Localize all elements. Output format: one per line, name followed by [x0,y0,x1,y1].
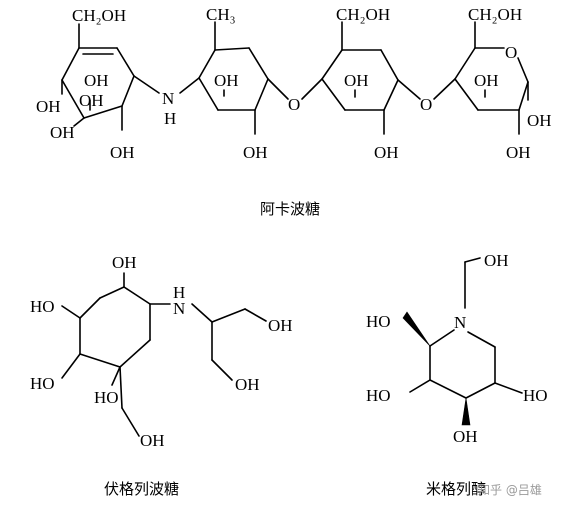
acarbose-label-oh-r1-bottom-left: OH [50,123,75,142]
acarbose-label-oh-r1-inner: OH [84,71,109,90]
acarbose-label-oh-r4-right: OH [527,111,552,130]
miglitol-wedge-upper [402,311,431,347]
acarbose-label-oh-r1-left: OH [36,97,61,116]
voglibose-label-oh-ch2oh: OH [140,431,165,450]
miglitol-wedge-lower [461,397,471,426]
voglibose-label-ho-lower-left: HO [30,374,55,393]
acarbose-nh-bond [179,77,200,94]
voglibose-label-ho-quaternary: HO [94,388,119,407]
acarbose-label-nh-h: H [164,109,176,128]
acarbose-ring-3 [321,21,399,135]
voglibose-caption: 伏格列波糖 [104,480,179,498]
miglitol-ring [409,257,523,399]
acarbose-label-ch2oh-4: CH₂OH [468,5,522,24]
watermark: 知乎 @吕雄 [478,482,542,497]
voglibose-label-oh-right-lower: OH [235,375,260,394]
acarbose-label-ch2oh-1: CH₂OH [72,6,126,25]
miglitol-label-n-ring: N [454,313,466,332]
acarbose-label-oh-r3-bottom: OH [374,143,399,162]
acarbose-glycosidic-bond-2a [397,79,421,100]
voglibose-label-oh-right-upper: OH [268,316,293,335]
acarbose-caption: 阿卡波糖 [260,200,320,218]
acarbose-label-o-ring-4: O [505,43,517,62]
acarbose-label-ch3: CH₃ [206,5,236,24]
acarbose-label-oh-r1-inner-2: OH [79,91,104,110]
voglibose-label-ho-upper-left: HO [30,297,55,316]
acarbose-label-oh-r3-inner: OH [344,71,369,90]
acarbose-glycosidic-bond-1b [301,78,323,100]
voglibose-ring [61,272,171,437]
acarbose-glycosidic-bond-2b [433,78,456,100]
acarbose-label-o-link-1: O [288,95,300,114]
voglibose-structure: OH HO HO H N OH OH HO OH 伏格列波糖 [30,253,293,498]
acarbose-ring-1 [61,23,160,131]
voglibose-label-oh-top: OH [112,253,137,272]
acarbose-label-o-link-2: O [420,95,432,114]
acarbose-label-oh-r2-bottom: OH [243,143,268,162]
voglibose-label-nh-h: H [173,283,185,302]
acarbose-ring-2 [198,21,269,135]
acarbose-label-oh-r4-bottom: OH [506,143,531,162]
miglitol-label-ho-lower-left: HO [366,386,391,405]
acarbose-glycosidic-bond-1a [267,78,289,100]
miglitol-structure: OH N HO HO HO OH 米格列醇 [366,251,548,498]
miglitol-label-oh-top: OH [484,251,509,270]
voglibose-label-nh-n: N [173,299,185,318]
acarbose-structure: CH₂OH CH₃ CH₂OH CH₂OH OH OH OH OH OH N H… [36,5,552,218]
acarbose-label-ch2oh-3: CH₂OH [336,5,390,24]
acarbose-ring-4 [454,21,529,135]
voglibose-side-chain [191,303,267,381]
miglitol-label-ho-upper-left: HO [366,312,391,331]
miglitol-caption: 米格列醇 [426,480,486,498]
miglitol-label-ho-right: HO [523,386,548,405]
acarbose-label-oh-r2-inner: OH [214,71,239,90]
miglitol-label-oh-bottom: OH [453,427,478,446]
acarbose-label-nh-n: N [162,89,174,108]
acarbose-label-oh-r1-bottom: OH [110,143,135,162]
acarbose-label-oh-r4-inner: OH [474,71,499,90]
